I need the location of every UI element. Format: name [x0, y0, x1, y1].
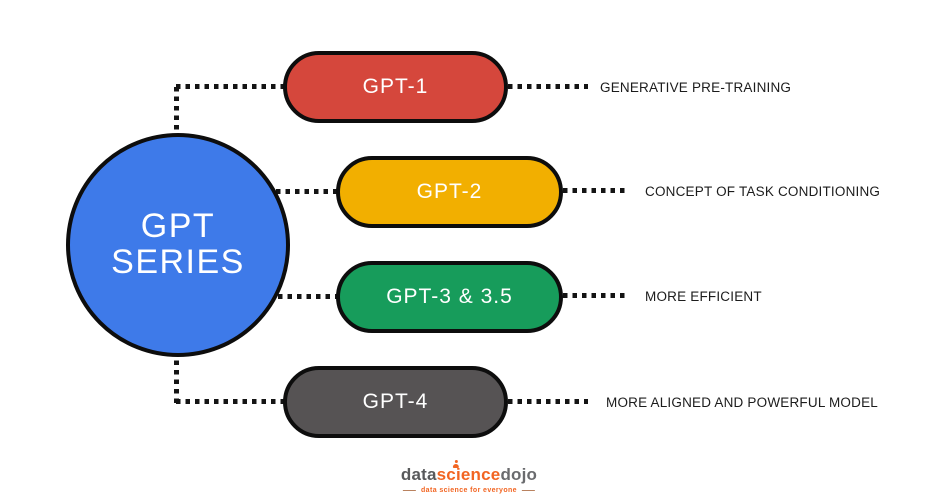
pill-gpt-3: GPT-3 & 3.5 [336, 261, 563, 333]
hub-circle: GPT SERIES [66, 133, 290, 357]
pill-gpt-3-label: GPT-3 & 3.5 [386, 285, 513, 308]
description-gpt-1: GENERATIVE PRE-TRAINING [600, 80, 792, 95]
hub-title: GPT SERIES [111, 208, 245, 280]
hub-title-line1: GPT [140, 206, 216, 245]
brand-sc: sc [436, 465, 456, 485]
connector-hub-to-gpt4-horizontal [176, 399, 286, 404]
brand-tagline: data science for everyone [420, 487, 517, 494]
connector-hub-to-gpt2 [276, 189, 338, 194]
connector-hub-to-gpt3 [278, 294, 338, 299]
person-icon [453, 460, 460, 469]
pill-gpt-2-label: GPT-2 [416, 180, 483, 203]
pill-gpt-4: GPT-4 [283, 366, 508, 438]
brand-data: data [400, 465, 437, 485]
connector-gpt2-to-description [563, 188, 629, 193]
connector-hub-to-gpt1-vertical [174, 87, 179, 139]
pill-gpt-1: GPT-1 [283, 51, 508, 123]
connector-hub-to-gpt1-horizontal [176, 84, 286, 89]
connector-gpt4-to-description [508, 399, 588, 404]
description-gpt-4: MORE ALIGNED AND POWERFUL MODEL [606, 395, 878, 410]
pill-gpt-1-label: GPT-1 [362, 75, 429, 98]
brand-science-wrap: science [436, 460, 501, 485]
description-gpt-2: CONCEPT OF TASK CONDITIONING [645, 184, 881, 199]
connector-hub-to-gpt4-vertical [174, 351, 179, 403]
tagline-dash-left [402, 489, 416, 492]
brand-tagline-row: data science for everyone [401, 487, 537, 494]
hub-title-line2: SERIES [111, 243, 245, 281]
tagline-dash-right [521, 489, 535, 492]
description-gpt-3: MORE EFFICIENT [645, 289, 762, 304]
pill-gpt-4-label: GPT-4 [362, 390, 429, 413]
connector-gpt1-to-description [508, 84, 588, 89]
brand-ence: ence [460, 465, 501, 485]
brand-dojo: dojo [500, 465, 538, 485]
connector-gpt3-to-description [563, 293, 629, 298]
brand-i: i [455, 465, 461, 485]
pill-gpt-2: GPT-2 [336, 156, 563, 228]
